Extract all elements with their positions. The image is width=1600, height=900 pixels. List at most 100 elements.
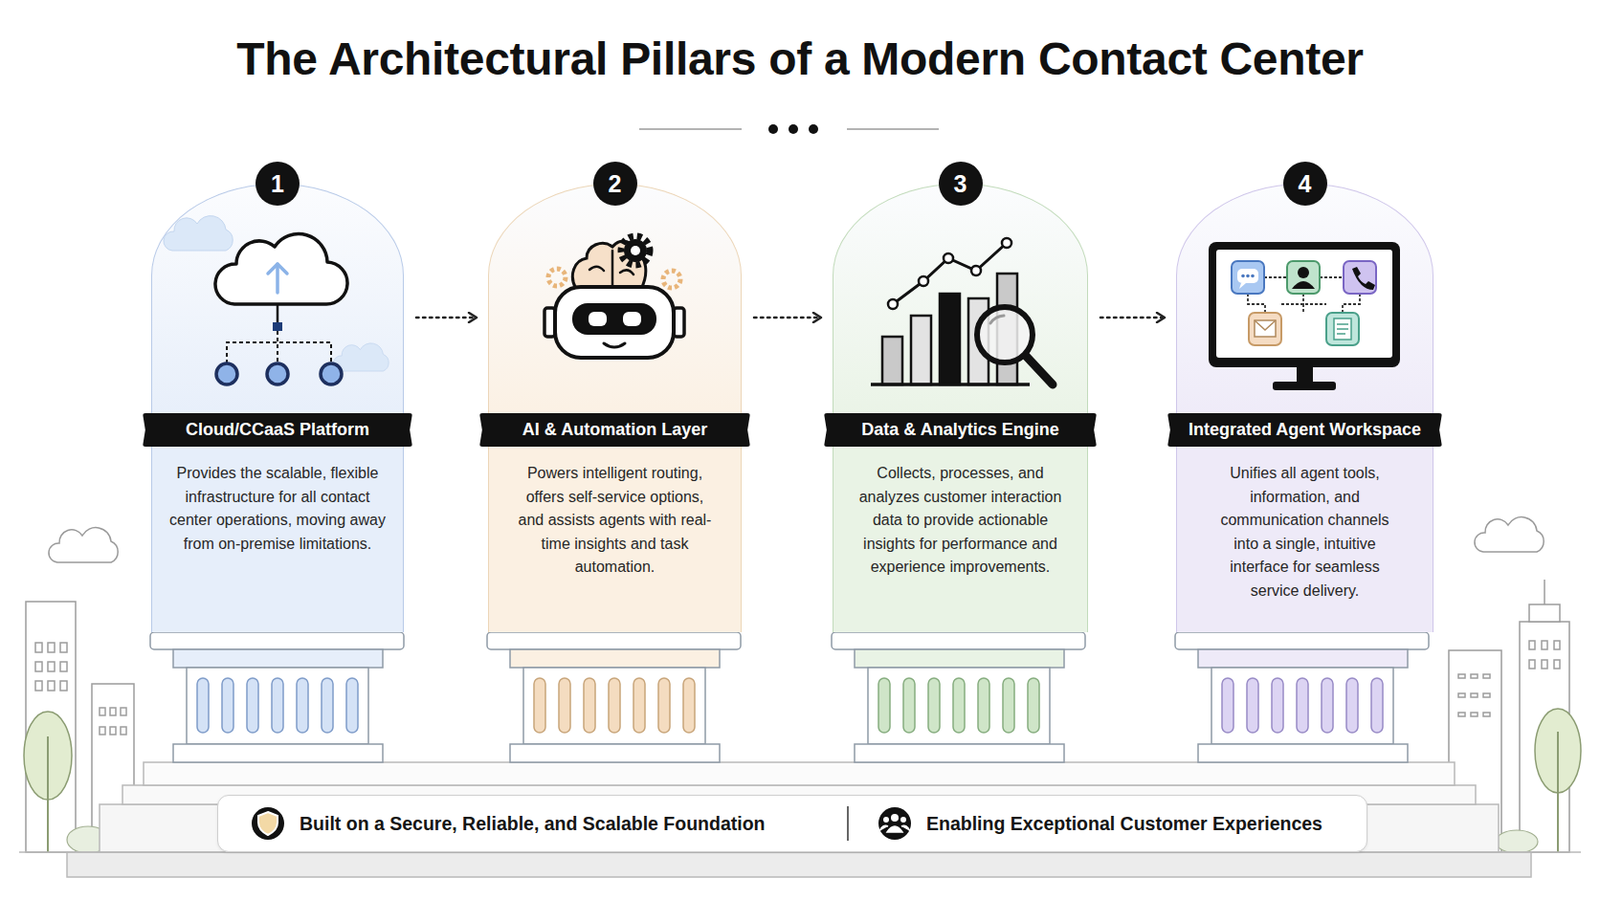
foundation-icons (879, 825, 911, 833)
foundation-icons (900, 817, 907, 823)
monitor-icon (1297, 266, 1310, 279)
title-divider (639, 124, 939, 134)
robot-icon (603, 343, 625, 348)
pillar-node: AI & Automation LayerPowers intelligent … (488, 183, 742, 633)
city-right (1483, 712, 1490, 717)
cloud-icon (276, 331, 279, 364)
monitor-icon (1272, 381, 1336, 391)
pillar-columns (150, 632, 1429, 763)
pillar-description: Provides the scalable, flexible infrastr… (169, 462, 386, 556)
diagram-title: The Architectural Pillars of a Modern Co… (0, 32, 1600, 86)
chart-icon (870, 238, 1053, 385)
city-left (60, 643, 67, 653)
monitor-icon (1216, 249, 1393, 358)
pillar-columns (150, 632, 404, 763)
robot-icon (572, 241, 645, 289)
monitor-icon (1247, 277, 1360, 313)
chart-icon (918, 276, 929, 287)
chart-icon (882, 336, 903, 385)
chart-icon (911, 315, 932, 385)
city-left (35, 662, 43, 672)
cloud-icon (320, 363, 342, 385)
monitor-icon (1336, 324, 1349, 334)
city-right (1541, 641, 1548, 650)
sky-clouds (1474, 517, 1544, 553)
chart-icon (943, 253, 954, 264)
city-right (1470, 674, 1478, 679)
chart-icon (888, 299, 898, 310)
robot-icon (548, 268, 566, 287)
foundation-band: Built on a Secure, Reliable, and Scalabl… (217, 795, 1368, 853)
monitor-icon (1254, 320, 1276, 331)
chart-icon (870, 382, 1030, 387)
monitor-icon (1291, 281, 1315, 289)
monitor-icon (1254, 320, 1276, 337)
cloud-icon (267, 264, 288, 274)
title-divider (788, 124, 799, 134)
chart-icon (977, 307, 1033, 363)
flow-arrow (754, 316, 821, 320)
cloud-icon (216, 363, 238, 385)
robot-icon (555, 287, 674, 358)
monitor-icon (1326, 312, 1359, 346)
tree-right (1495, 709, 1581, 854)
city-left (120, 727, 127, 735)
monitor-icon (1237, 268, 1259, 284)
flow-arrow (1100, 316, 1164, 320)
platform-steps (19, 762, 1581, 878)
pillar-heading: Integrated Agent Workspace (1167, 413, 1443, 447)
cloud-icon (272, 322, 283, 332)
callout-number: 1 (255, 161, 300, 206)
city-right (1554, 641, 1560, 650)
platform-steps (19, 851, 1581, 854)
pillar-columns (487, 632, 741, 763)
monitor-icon (1208, 242, 1400, 391)
city-right (1543, 579, 1546, 605)
pillar-node: Integrated Agent WorkspaceUnifies all ag… (1176, 183, 1434, 633)
monitor-icon (1239, 283, 1246, 289)
platform-steps (66, 852, 1532, 878)
tree-left (46, 736, 49, 853)
city-right (1541, 660, 1548, 669)
chart-icon (997, 273, 1018, 385)
cloud-icon (226, 342, 332, 364)
cloud-icon (215, 234, 348, 385)
monitor-icon (1343, 261, 1377, 294)
tree-left (23, 711, 110, 854)
sky-clouds (48, 517, 1544, 563)
monitor-icon (1250, 274, 1255, 279)
city-left (35, 643, 43, 653)
callout-number: 4 (1283, 161, 1328, 206)
foundation-text: Enabling Exceptional Customer Experience… (926, 813, 1323, 836)
monitor-icon (1296, 367, 1313, 384)
platform-steps (122, 785, 1476, 805)
monitor-icon (1208, 242, 1400, 368)
callout-number: 3 (938, 161, 983, 206)
pillar-heading: Data & Analytics Engine (823, 413, 1097, 447)
foundation-icons (251, 807, 285, 841)
robot-icon (588, 311, 607, 327)
accent-clouds (163, 216, 233, 251)
city-right (1470, 712, 1478, 717)
cloud-icon (215, 234, 348, 305)
monitor-icon (1245, 274, 1250, 279)
monitor-icon (1352, 266, 1376, 290)
cloud-icon (275, 264, 280, 293)
pillar-description: Unifies all agent tools, information, an… (1209, 462, 1401, 603)
city-left (99, 727, 106, 735)
monitor-icon (1248, 312, 1282, 346)
chart-icon (990, 315, 1004, 324)
title-divider (768, 124, 778, 134)
city-left (47, 662, 55, 672)
tree-right (1556, 732, 1559, 853)
pillar-description: Powers intelligent routing, offers self-… (512, 462, 718, 580)
city-right (1470, 693, 1478, 698)
robot-icon (630, 245, 641, 256)
chart-icon (1025, 355, 1053, 385)
chart-icon (971, 266, 981, 276)
pillar-columns (831, 632, 1086, 763)
